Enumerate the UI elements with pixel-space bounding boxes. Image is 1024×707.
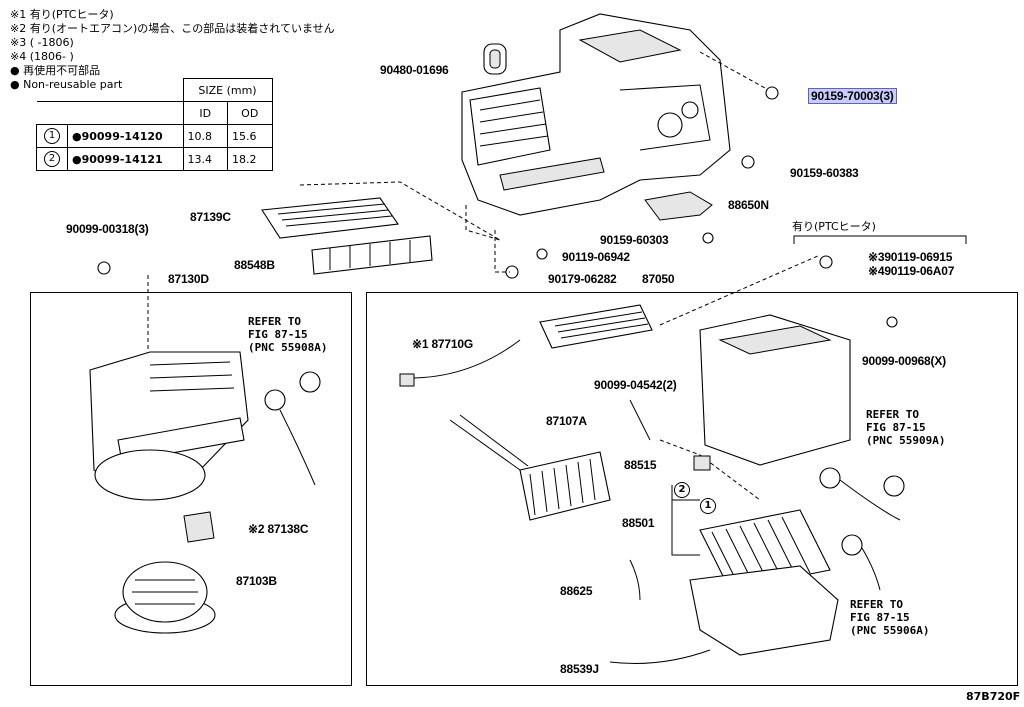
part-87130d[interactable]: 87130D bbox=[168, 272, 209, 286]
ptc-heater-87710g-illustration bbox=[399, 304, 653, 387]
heater-unit-frame bbox=[366, 292, 1018, 686]
row-part[interactable]: ●90099-14121 bbox=[67, 147, 184, 171]
note-3: ※3 ( -1806) bbox=[10, 36, 74, 49]
part-90119-06a07[interactable]: ※490119-06A07 bbox=[868, 264, 955, 278]
blower-assembly-frame bbox=[30, 292, 352, 686]
part-87103b[interactable]: 87103B bbox=[236, 574, 277, 588]
thermistor-88625-illustration bbox=[629, 559, 641, 601]
part-90099-00318[interactable]: 90099-00318(3) bbox=[66, 222, 149, 236]
heater-case-illustration bbox=[699, 314, 851, 466]
part-88625[interactable]: 88625 bbox=[560, 584, 593, 598]
row-number: 2 bbox=[44, 151, 60, 167]
figure-code: 87B720F bbox=[966, 690, 1021, 703]
size-table: SIZE (mm) ID OD 1 ●90099-14120 10.8 15.6… bbox=[36, 78, 273, 171]
part-88539j[interactable]: 88539J bbox=[560, 662, 599, 676]
part-87710g[interactable]: ※1 87710G bbox=[412, 337, 473, 351]
part-87138c[interactable]: ※2 87138C bbox=[248, 522, 309, 536]
part-90119-06915[interactable]: ※390119-06915 bbox=[868, 250, 953, 264]
row-number: 1 bbox=[44, 128, 60, 144]
row-od: 15.6 bbox=[227, 124, 273, 148]
part-90159-60303[interactable]: 90159-60303 bbox=[600, 233, 669, 247]
part-88501[interactable]: 88501 bbox=[622, 516, 655, 530]
part-90159-70003[interactable]: 90159-70003(3) bbox=[808, 88, 897, 104]
table-row: 1 ●90099-14120 10.8 15.6 bbox=[36, 124, 273, 148]
part-88548b[interactable]: 88548B bbox=[234, 258, 275, 272]
expansion-valve-88515-illustration bbox=[693, 455, 711, 471]
table-row: 2 ●90099-14121 13.4 18.2 bbox=[36, 147, 273, 171]
screw-illustrations bbox=[97, 86, 898, 441]
part-87050[interactable]: 87050 bbox=[642, 272, 675, 286]
refer-55908a[interactable]: REFER TO FIG 87-15 (PNC 55908A) bbox=[248, 315, 328, 354]
row-part[interactable]: ●90099-14120 bbox=[67, 124, 184, 148]
row-od: 18.2 bbox=[227, 147, 273, 171]
amplifier-88650n-illustration bbox=[644, 191, 713, 221]
part-87107a[interactable]: 87107A bbox=[546, 414, 587, 428]
row-id: 13.4 bbox=[182, 147, 228, 171]
part-90119-06942[interactable]: 90119-06942 bbox=[562, 250, 630, 264]
part-90480-01696[interactable]: 90480-01696 bbox=[380, 63, 449, 77]
refer-55909a[interactable]: REFER TO FIG 87-15 (PNC 55909A) bbox=[866, 408, 946, 447]
heater-core-87107a-illustration bbox=[449, 414, 611, 521]
seal-callout-2: 2 bbox=[674, 482, 690, 498]
grommet-90480-illustration bbox=[483, 43, 507, 75]
seal-callout-1: 1 bbox=[700, 498, 716, 514]
part-88650n[interactable]: 88650N bbox=[728, 198, 769, 212]
part-90099-00968[interactable]: 90099-00968(X) bbox=[862, 354, 946, 368]
refer-55906a[interactable]: REFER TO FIG 87-15 (PNC 55906A) bbox=[850, 598, 930, 637]
part-87139c[interactable]: 87139C bbox=[190, 210, 231, 224]
note-4: ※4 (1806- ) bbox=[10, 50, 74, 63]
note-non-reusable-jp: ● 再使用不可部品 bbox=[10, 64, 101, 77]
size-header: SIZE (mm) bbox=[182, 78, 273, 102]
blower-motor-87103b-illustration bbox=[114, 561, 216, 634]
ptc-heater-note: 有り(PTCヒータ) bbox=[792, 220, 876, 233]
part-90099-04542[interactable]: 90099-04542(2) bbox=[594, 378, 677, 392]
hose-88539j-illustration bbox=[609, 649, 711, 664]
resistor-87138c-illustration bbox=[183, 511, 215, 543]
lower-case-illustration bbox=[689, 565, 839, 656]
servo-right-illustrations bbox=[819, 467, 905, 591]
part-88515[interactable]: 88515 bbox=[624, 458, 657, 472]
filter-87139c-illustration bbox=[261, 197, 399, 239]
note-ptc: ※1 有り(PTCヒータ) bbox=[10, 8, 114, 21]
part-90179-06282[interactable]: 90179-06282 bbox=[548, 272, 617, 286]
note-auto-ac: ※2 有り(オートエアコン)の場合、この部品は装着されていません bbox=[10, 22, 335, 35]
col-od: OD bbox=[227, 101, 273, 125]
filter-cover-88548b-illustration bbox=[311, 235, 433, 275]
blower-housing-87130d-illustration bbox=[89, 351, 249, 501]
servo-55908a-illustration bbox=[264, 371, 321, 486]
part-90159-60383[interactable]: 90159-60383 bbox=[790, 166, 859, 180]
ptc-bracket bbox=[793, 235, 967, 244]
air-conditioning-unit-illustration bbox=[461, 13, 731, 216]
